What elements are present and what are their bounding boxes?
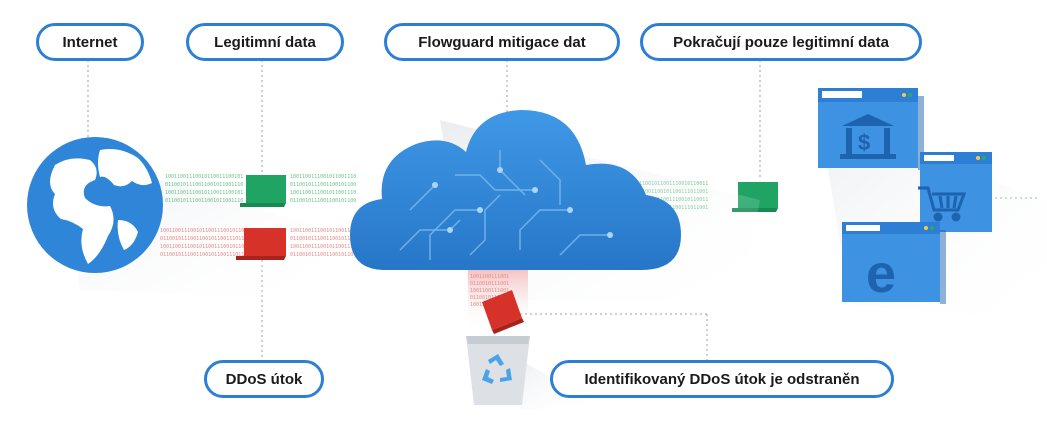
svg-text:01100101110011001011001110: 01100101110011001011001110 bbox=[165, 198, 243, 204]
cart-icon bbox=[918, 186, 967, 222]
svg-text:1001100111001011001110: 1001100111001011001110 bbox=[290, 174, 356, 180]
svg-text:$: $ bbox=[858, 130, 870, 155]
svg-text:100110011100101100111: 100110011100101100111 bbox=[290, 244, 353, 250]
svg-text:100110011100101100111: 100110011100101100111 bbox=[290, 228, 353, 234]
svg-text:0110010111001: 0110010111001 bbox=[470, 281, 509, 287]
ie-icon: e bbox=[866, 244, 896, 304]
label-internet: Internet bbox=[36, 23, 144, 61]
ddos-packet-falling bbox=[482, 290, 524, 334]
attack-binary-stream-mid: 100110011100101100111 011001011100110010… bbox=[290, 228, 353, 258]
legit-binary-stream-mid: 1001100111001011001110 01100101110011001… bbox=[290, 174, 356, 204]
cloud-icon bbox=[350, 110, 681, 270]
svg-text:011001011100110010110: 011001011100110010110 bbox=[290, 236, 353, 242]
globe-icon bbox=[27, 137, 163, 273]
svg-text:0110010111001100101100: 0110010111001100101100 bbox=[290, 182, 356, 188]
svg-text:1001100111001011001110010110: 1001100111001011001110010110 bbox=[160, 228, 244, 234]
ddos-packet-left bbox=[236, 228, 286, 260]
svg-text:1001100111001011001110010110: 1001100111001011001110010110 bbox=[160, 244, 244, 250]
recycle-bin-icon bbox=[466, 336, 530, 405]
svg-text:0110010111001: 0110010111001 bbox=[470, 295, 509, 301]
bank-icon: $ bbox=[840, 114, 896, 159]
svg-text:10011001110010110011100101: 10011001110010110011100101 bbox=[165, 190, 243, 196]
attack-binary-stream-left: 1001100111001011001110010110 01100101110… bbox=[160, 228, 244, 258]
svg-text:011001011100110010110: 011001011100110010110 bbox=[290, 252, 353, 258]
legit-binary-stream-left: 10011001110010110011100101 0110010111001… bbox=[165, 174, 243, 204]
bank-website-window: $ bbox=[818, 88, 924, 170]
shop-website-window bbox=[918, 152, 992, 232]
svg-text:0110010111001100101100: 0110010111001100101100 bbox=[290, 198, 356, 204]
browser-website-window: e bbox=[842, 222, 946, 304]
svg-text:1001100111001011001110: 1001100111001011001110 bbox=[290, 190, 356, 196]
label-ddos: DDoS útok bbox=[204, 360, 324, 398]
label-only-legit: Pokračují pouze legitimní data bbox=[640, 23, 922, 61]
legit-data-packet-left bbox=[240, 175, 286, 207]
svg-text:01100101110011001011001110: 01100101110011001011001110 bbox=[165, 182, 243, 188]
svg-text:1001100111001: 1001100111001 bbox=[470, 274, 509, 280]
label-flowguard: Flowguard mitigace dat bbox=[384, 23, 620, 61]
label-legit-data: Legitimní data bbox=[186, 23, 344, 61]
svg-text:1001100111001: 1001100111001 bbox=[470, 288, 509, 294]
label-ddos-removed: Identifikovaný DDoS útok je odstraněn bbox=[550, 360, 894, 398]
svg-text:0110010111001100101100111011: 0110010111001100101100111011 bbox=[160, 236, 244, 242]
svg-text:10011001110010110011100101: 10011001110010110011100101 bbox=[165, 174, 243, 180]
svg-text:0110010111001100101100111011: 0110010111001100101100111011 bbox=[160, 252, 244, 258]
